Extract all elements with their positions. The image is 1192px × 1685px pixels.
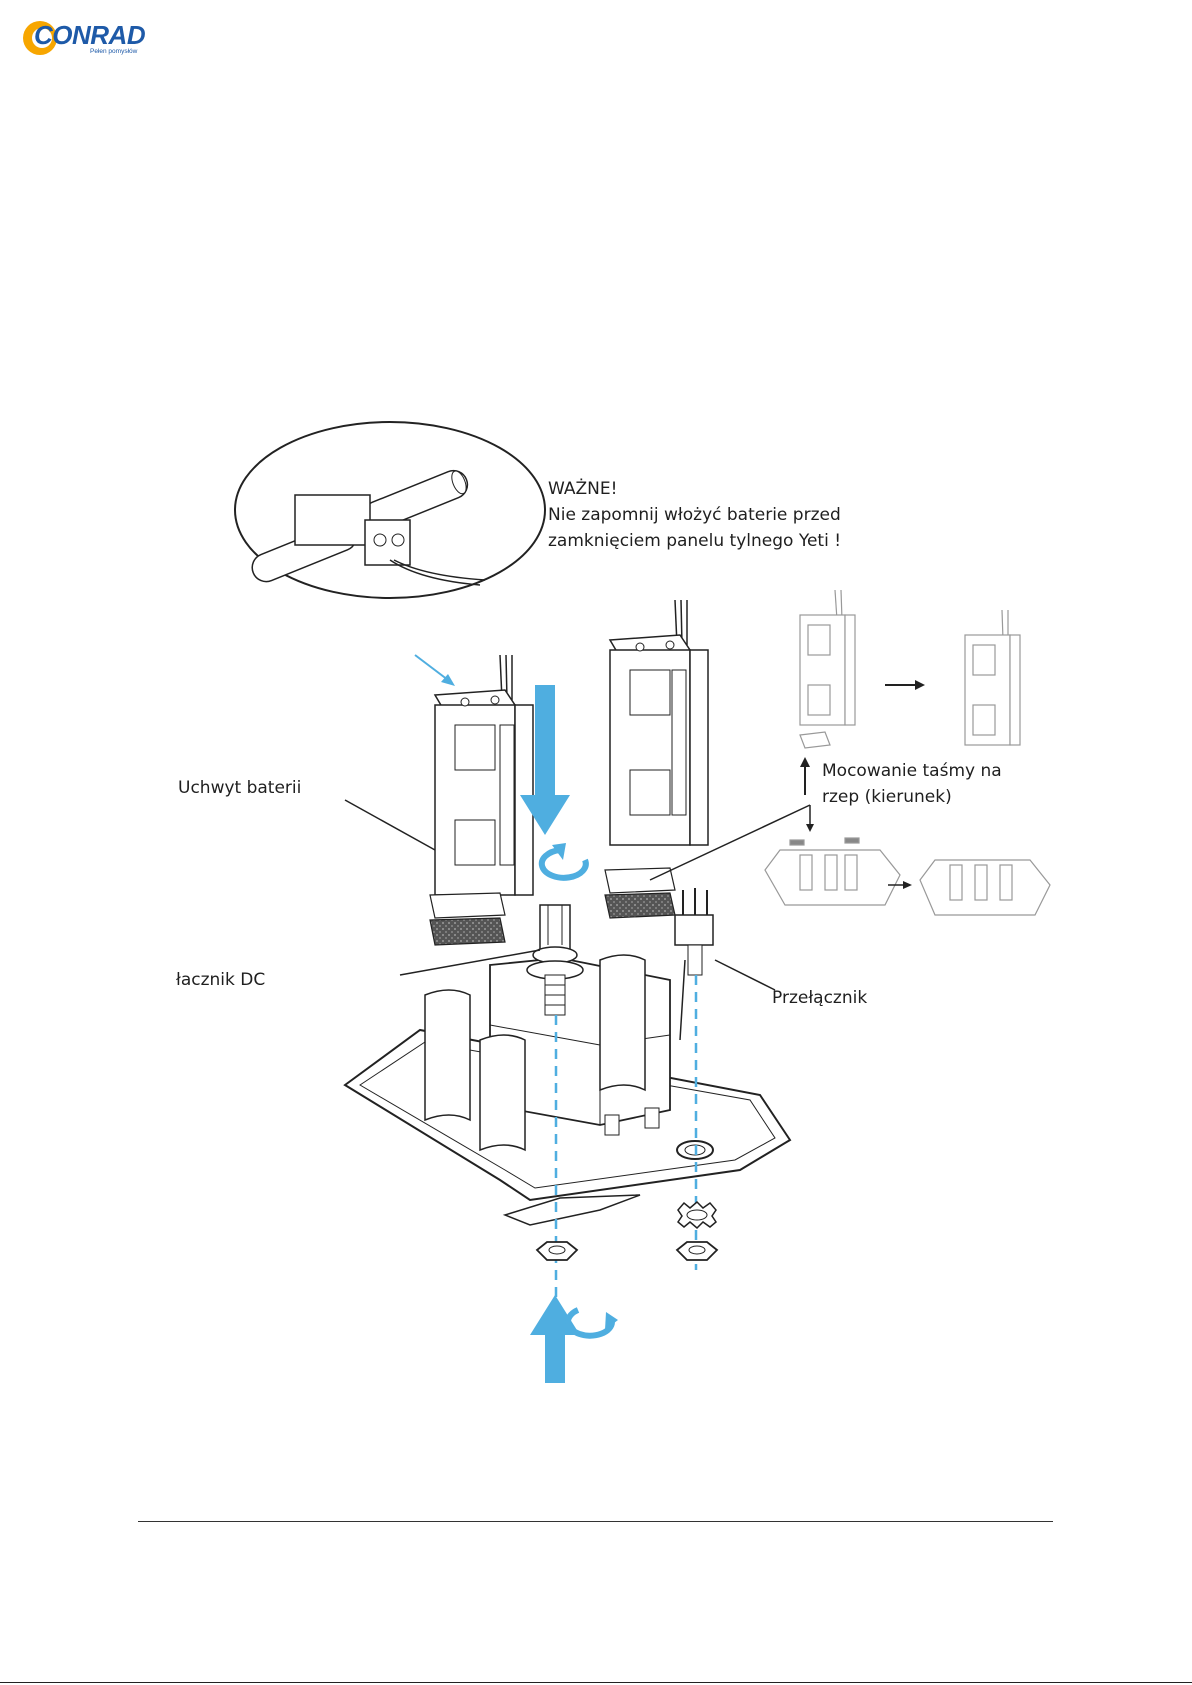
label-velcro-direction: Mocowanie taśmy na rzep (kierunek) — [822, 758, 1002, 810]
rotate-arrow-bottom-icon — [568, 1310, 618, 1336]
footer-divider — [138, 1521, 1053, 1522]
page-bottom-edge — [0, 1682, 1192, 1683]
label-battery-holder: Uchwyt baterii — [178, 778, 301, 798]
label-velcro-line-1: Mocowanie taśmy na — [822, 758, 1002, 784]
rotate-arrow-top-icon — [542, 843, 586, 878]
up-arrow-icon — [530, 1295, 580, 1383]
velcro-pads-left — [430, 893, 505, 945]
hex-nut-left — [537, 1242, 577, 1260]
label-dc-jack: łacznik DC — [176, 970, 265, 990]
velcro-direction-diagram — [765, 590, 1050, 915]
battery-holder-left — [435, 655, 533, 895]
leader-battery-holder — [345, 800, 435, 850]
warning-line-2: zamknięciem panelu tylnego Yeti ! — [548, 528, 841, 554]
back-panel — [345, 955, 790, 1225]
label-velcro-line-2: rzep (kierunek) — [822, 784, 1002, 810]
star-washer — [678, 1202, 716, 1228]
hex-nut-right — [677, 1242, 717, 1260]
warning-line-1: Nie zapomnij włożyć baterie przed — [548, 502, 841, 528]
velcro-pads-right — [605, 868, 675, 918]
warning-note: WAŻNE! Nie zapomnij włożyć baterie przed… — [548, 476, 841, 554]
leader-switch — [715, 960, 775, 990]
toggle-switch — [675, 888, 713, 1040]
callout-arrow — [415, 655, 455, 686]
warning-title: WAŻNE! — [548, 476, 841, 502]
magnified-battery-view — [235, 422, 545, 598]
battery-holder-right — [610, 600, 708, 845]
label-switch: Przełącznik — [772, 988, 867, 1008]
